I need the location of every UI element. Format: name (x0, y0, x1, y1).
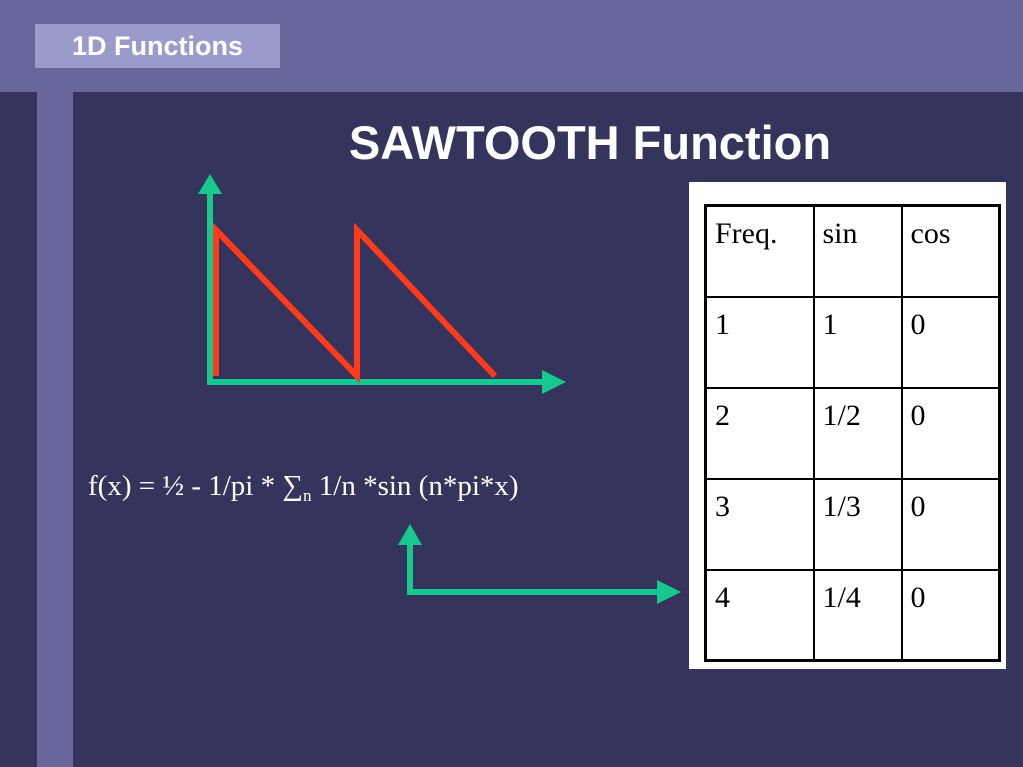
cell-cos: 0 (900, 295, 1001, 389)
cell-sin: 1/3 (812, 477, 903, 571)
cell-sin: 1 (812, 295, 903, 389)
table-row: 4 1/4 0 (704, 568, 1001, 662)
cell-freq: 2 (704, 386, 815, 480)
header-cos: cos (900, 204, 1001, 298)
formula-rhs: 1/n *sin (n*pi*x) (311, 470, 519, 502)
table-row: 1 1 0 (704, 295, 1001, 389)
header-freq: Freq. (704, 204, 815, 298)
table-header-row: Freq. sin cos (704, 204, 1001, 298)
section-tab: 1D Functions (35, 24, 280, 68)
cell-freq: 3 (704, 477, 815, 571)
cell-sin: 1/2 (812, 386, 903, 480)
formula-lhs: f(x) = ½ - 1/pi * ∑ (88, 470, 304, 502)
cell-sin: 1/4 (812, 568, 903, 662)
frequency-table: Freq. sin cos 1 1 0 2 1/2 0 3 1/3 0 4 1/… (704, 204, 1001, 662)
connector-arrow-up-icon (398, 524, 422, 545)
table-panel: Freq. sin cos 1 1 0 2 1/2 0 3 1/3 0 4 1/… (689, 182, 1006, 669)
table-row: 2 1/2 0 (704, 386, 1001, 480)
side-stripe (37, 92, 73, 767)
sawtooth-wave (213, 222, 498, 384)
cell-cos: 0 (900, 477, 1001, 571)
cell-cos: 0 (900, 386, 1001, 480)
x-axis-arrow-icon (542, 370, 566, 394)
section-tab-label: 1D Functions (71, 30, 243, 61)
connector-arrow-icon (657, 580, 681, 604)
cell-freq: 1 (704, 295, 815, 389)
formula-subscript: n (303, 486, 312, 505)
table-row: 3 1/3 0 (704, 477, 1001, 571)
y-axis-arrow-icon (198, 174, 222, 194)
slide-title: SAWTOOTH Function (348, 116, 832, 169)
cell-cos: 0 (900, 568, 1001, 662)
sawtooth-formula: f(x) = ½ - 1/pi * ∑n 1/n *sin (n*pi*x) (88, 470, 519, 510)
cell-freq: 4 (704, 568, 815, 662)
header-sin: sin (812, 204, 903, 298)
